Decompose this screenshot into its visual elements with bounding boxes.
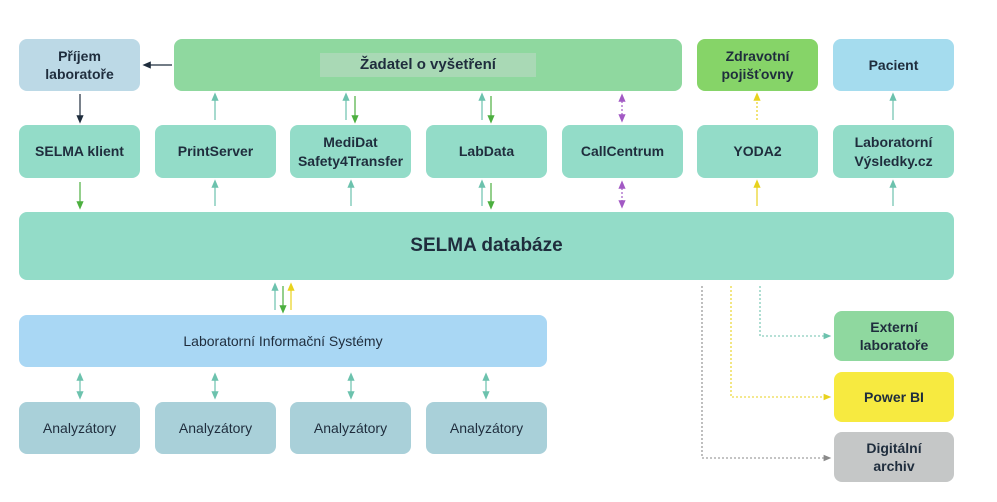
node-pacient: Pacient [833,39,954,91]
node-digitalni-archiv: Digitální archiv [834,432,954,482]
node-medidat: MediDat Safety4Transfer [290,125,411,178]
node-laboratorni-vysledky: Laboratorní Výsledky.cz [833,125,954,178]
node-selma-databaze: SELMA databáze [19,212,954,280]
node-laboratorni-informacni-systemy: Laboratorní Informační Systémy [19,315,547,367]
node-externi-laboratore: Externí laboratoře [834,311,954,361]
node-printserver: PrintServer [155,125,276,178]
node-prijem-laboratore: Příjem laboratoře [19,39,140,91]
arrow-db-to-power-bi [730,286,832,401]
node-analyzatory-4: Analyzátory [426,402,547,454]
node-analyzatory-2: Analyzátory [155,402,276,454]
node-labdata: LabData [426,125,547,178]
node-zadatel-o-vysetreni: Žadatel o vyšetření [174,39,682,91]
node-yoda2: YODA2 [697,125,818,178]
node-analyzatory-1: Analyzátory [19,402,140,454]
arrow-db-to-digitalni-archiv [701,286,832,462]
node-selma-klient: SELMA klient [19,125,140,178]
node-zdravotni-pojistovny: Zdravotní pojišťovny [697,39,818,91]
arrow-db-to-externi-laboratore [759,286,832,340]
node-power-bi: Power BI [834,372,954,422]
node-analyzatory-3: Analyzátory [290,402,411,454]
zadatel-label: Žadatel o vyšetření [320,53,536,77]
node-callcentrum: CallCentrum [562,125,683,178]
